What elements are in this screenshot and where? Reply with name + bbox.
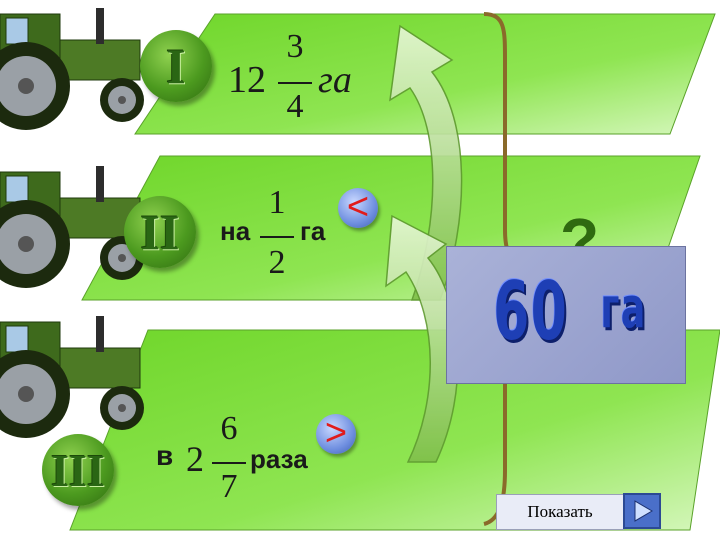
row3-fraction-bar [212, 462, 246, 464]
row2-prefix: на [220, 216, 251, 246]
row3-denominator: 7 [220, 468, 238, 505]
tractor-2 [0, 166, 144, 288]
numeral-3: III [51, 444, 105, 496]
tractor-1 [0, 8, 144, 130]
row1-fraction-bar [278, 82, 312, 84]
show-button[interactable]: Показать [496, 494, 624, 530]
row1-numerator: 3 [286, 28, 304, 65]
next-button[interactable] [623, 493, 661, 529]
numeral-2: II [140, 204, 180, 260]
answer-text: 60 га [447, 265, 685, 358]
row2-unit: га [300, 216, 326, 246]
row1-whole: 12 [228, 59, 266, 101]
tractor-3 [0, 316, 144, 438]
numeral-badge-2: II [124, 196, 196, 268]
row1-unit: га [318, 59, 352, 101]
row2-denominator: 2 [268, 244, 286, 281]
row3-unit: раза [250, 444, 308, 474]
answer-box: 60 га [446, 246, 686, 384]
row3-prefix: в [156, 440, 174, 471]
row3-whole: 2 [186, 439, 204, 479]
row3-numerator: 6 [220, 410, 238, 447]
numeral-badge-1: I [140, 30, 212, 102]
row2-fraction-bar [260, 236, 294, 238]
numeral-badge-3: III [42, 434, 114, 506]
row2-numerator: 1 [268, 184, 286, 221]
greater-than-button[interactable]: > [316, 414, 356, 454]
answer-value: 60 [492, 265, 568, 358]
numeral-1: I [166, 38, 186, 94]
answer-unit: га [600, 276, 647, 341]
row1-denominator: 4 [286, 88, 304, 125]
play-icon [634, 500, 653, 522]
less-than-button[interactable]: < [338, 188, 378, 228]
arrow-up-1 [389, 24, 463, 301]
